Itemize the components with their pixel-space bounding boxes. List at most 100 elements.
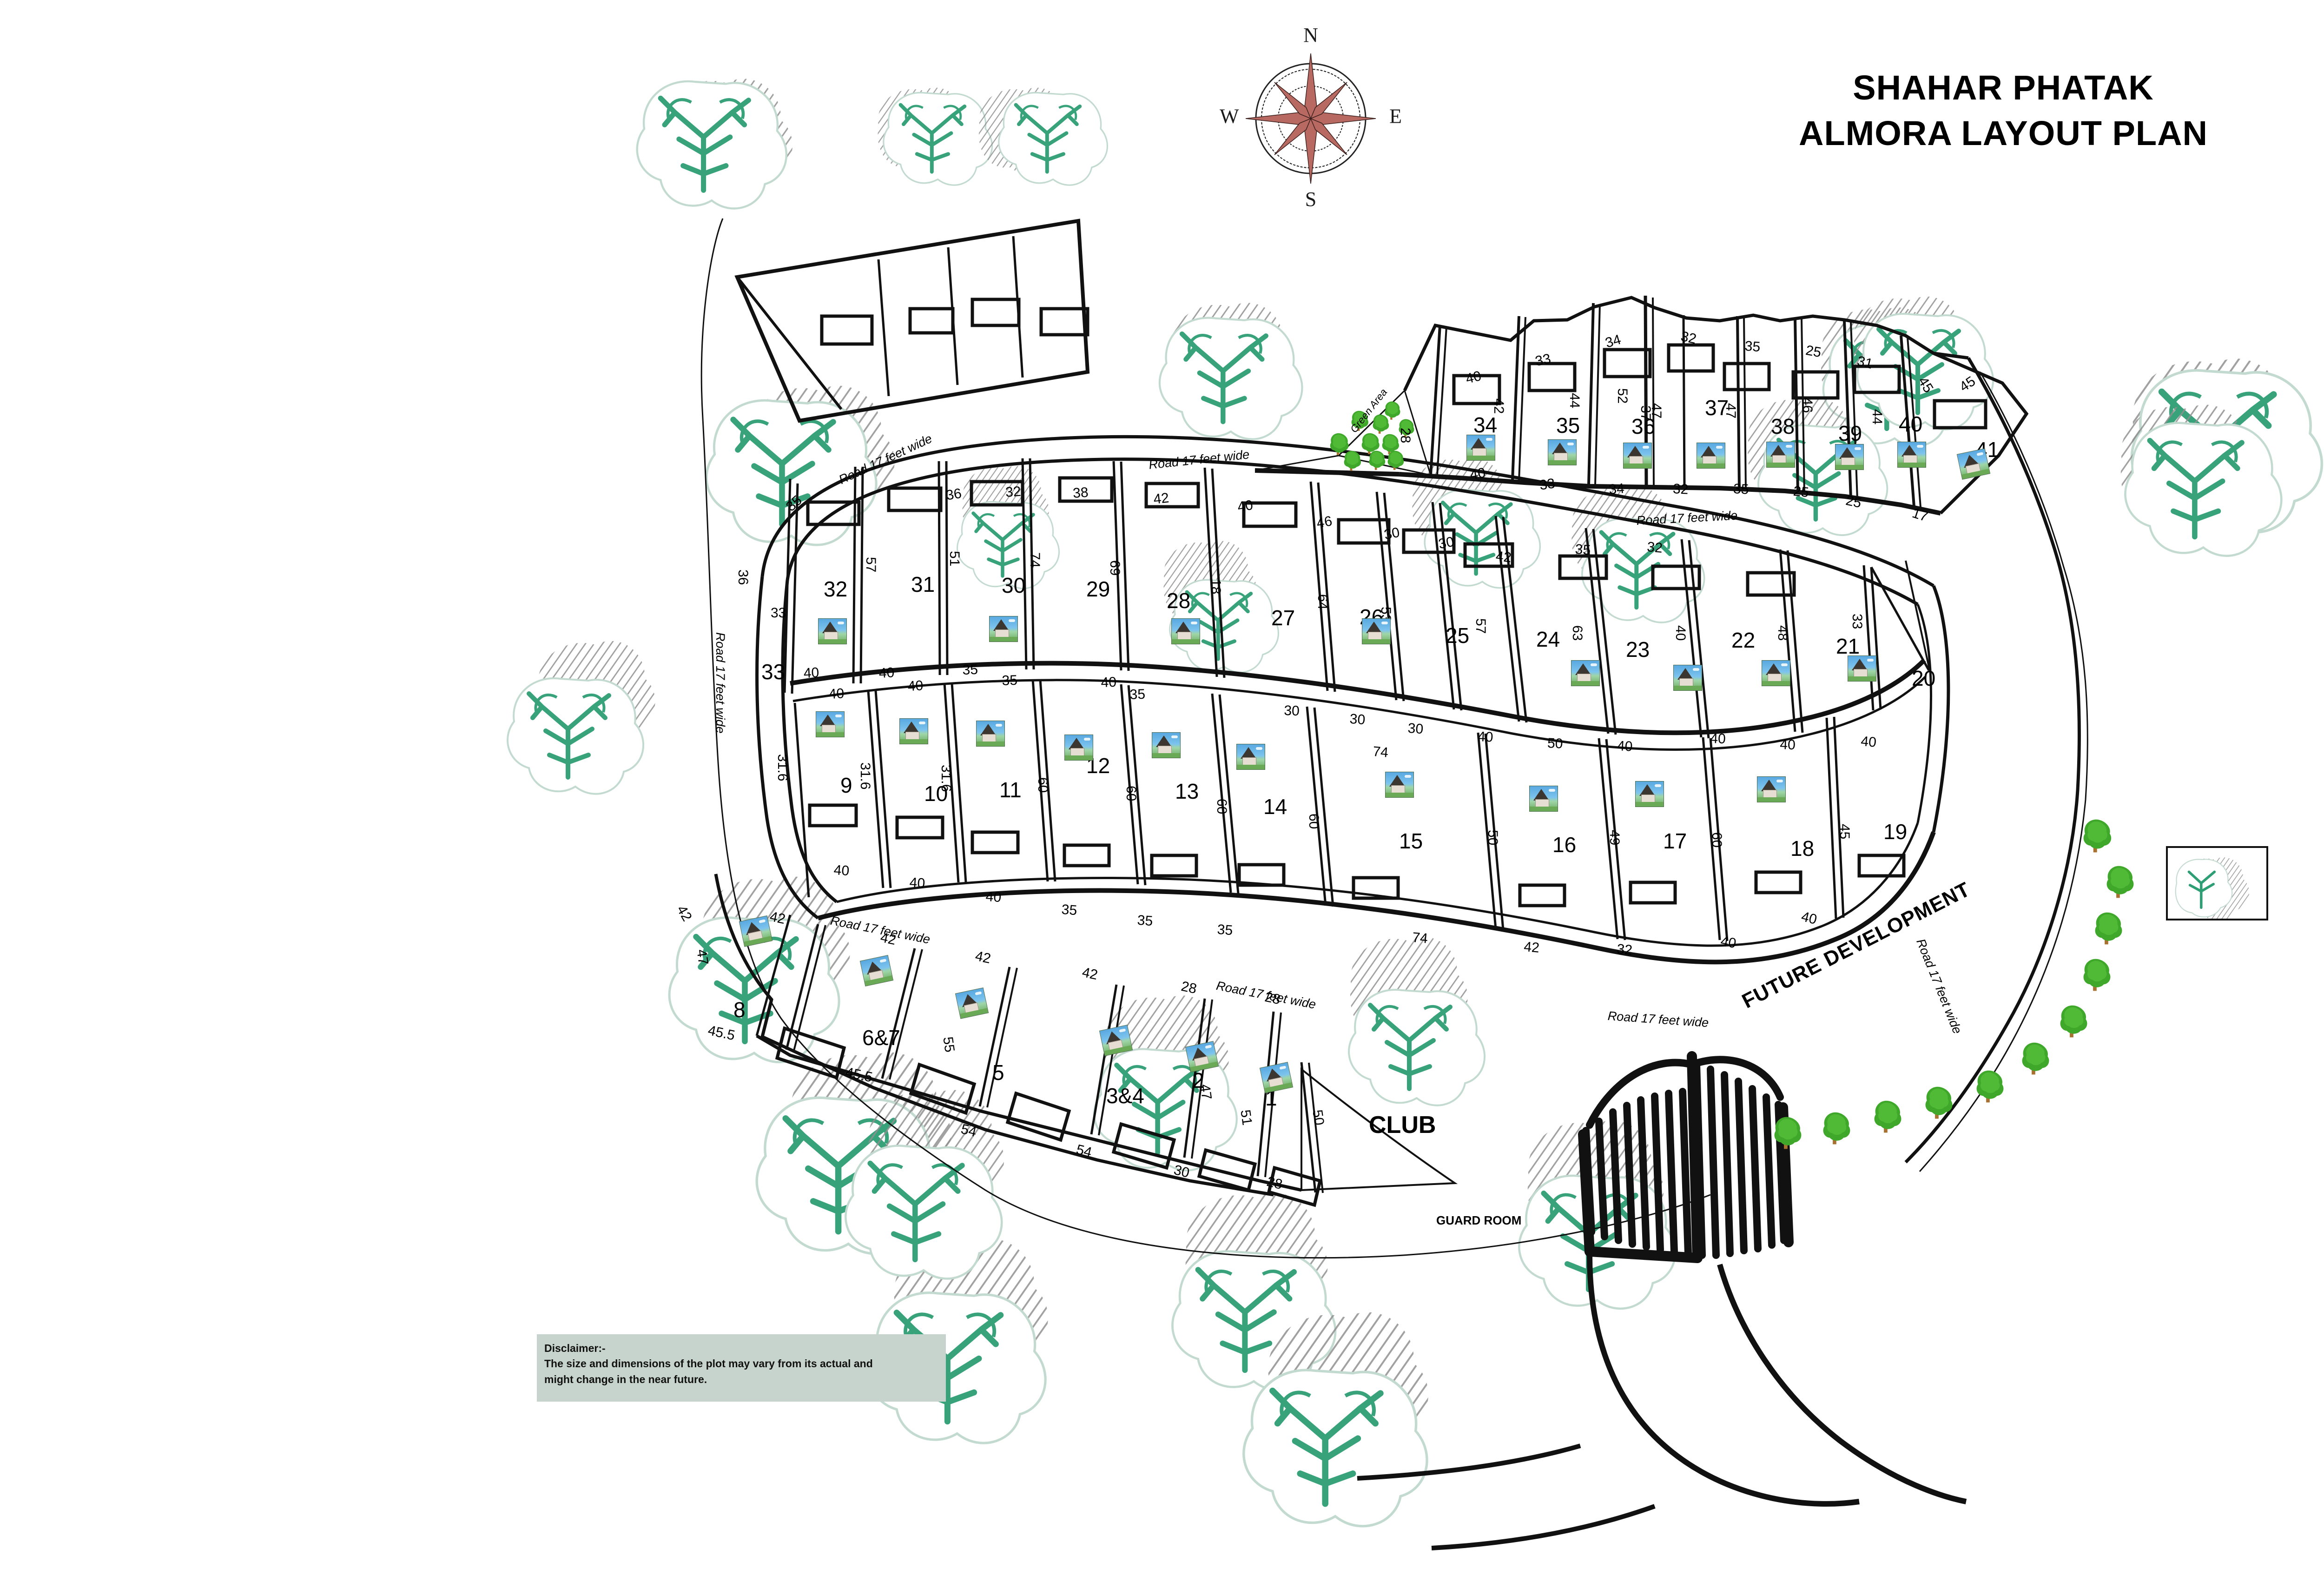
plot-number-32[interactable]: 32 (824, 577, 848, 601)
dimension-label: 32 (1646, 539, 1664, 556)
dimension-label: 33 (1538, 476, 1556, 493)
dimension-label: 40 (1236, 497, 1254, 515)
plot-number-11[interactable]: 11 (999, 778, 1022, 802)
dimension-label: 28 (1180, 979, 1198, 997)
dimension-label: 40 (833, 862, 850, 879)
compass-label-north: N (1303, 24, 1318, 46)
dimension-label: 30 (1437, 534, 1456, 552)
dimension-label: 40 (1779, 737, 1796, 753)
dimension-label: 34 (1608, 481, 1625, 497)
plot-number-8[interactable]: 8 (733, 998, 746, 1022)
house-thumbnail (1529, 786, 1558, 812)
plot-number-40[interactable]: 40 (1899, 412, 1923, 436)
dimension-label: 42 (974, 948, 992, 967)
plot-number-24[interactable]: 24 (1536, 627, 1560, 651)
plot-number-30[interactable]: 30 (1002, 573, 1026, 597)
plot-number-39[interactable]: 39 (1838, 421, 1862, 445)
dimension-label: 42 (1153, 490, 1170, 507)
plot-number-37[interactable]: 37 (1705, 396, 1729, 420)
house-thumbnail (1897, 442, 1926, 468)
plot-number-10[interactable]: 10 (924, 781, 948, 806)
house-thumbnail (1064, 735, 1093, 761)
dimension-label: 40 (803, 665, 820, 681)
dimension-label: 49 (1607, 830, 1622, 846)
club-label: CLUB (1369, 1112, 1436, 1139)
plot-number-38[interactable]: 38 (1771, 414, 1795, 438)
plot-number-17[interactable]: 17 (1663, 829, 1687, 853)
disclaimer-line-1: The size and dimensions of the plot may … (544, 1357, 873, 1370)
house-thumbnail (1835, 444, 1864, 470)
plot-number-28[interactable]: 28 (1167, 589, 1191, 613)
dimension-label: 40 (1719, 933, 1737, 952)
plot-number-31[interactable]: 31 (911, 572, 935, 596)
entrance-gate-icon (1357, 1051, 1967, 1550)
plot-number-23[interactable]: 23 (1626, 637, 1650, 662)
dimension-label: 42 (1491, 398, 1506, 414)
dimension-label: 40 (1469, 465, 1487, 483)
plot-number-21[interactable]: 21 (1836, 634, 1860, 658)
dimension-label: 31.6 (858, 762, 873, 790)
plot-number-9[interactable]: 9 (840, 773, 852, 797)
dimension-label: 69 (1107, 560, 1122, 576)
plot-number-20[interactable]: 20 (1912, 666, 1936, 690)
plot-number-3-4[interactable]: 3&4 (1106, 1084, 1144, 1108)
dimension-label: 51 (1237, 1109, 1255, 1126)
house-thumbnail (818, 618, 847, 644)
dimension-label: 33 (771, 605, 786, 621)
dimension-label: 50 (1547, 735, 1564, 752)
dimension-label: 35 (1574, 542, 1591, 558)
plot-number-16[interactable]: 16 (1552, 833, 1577, 857)
dimension-label: 51 (947, 551, 962, 567)
plot-number-25[interactable]: 25 (1446, 623, 1470, 648)
dimension-label: 30 (1349, 711, 1366, 728)
plot-number-33[interactable]: 33 (761, 660, 786, 684)
plot-number-34[interactable]: 34 (1473, 413, 1498, 437)
plot-number-2[interactable]: 2 (1192, 1068, 1204, 1092)
dimension-label: 50 (1309, 1109, 1327, 1126)
dimension-label: 38 (1072, 484, 1089, 501)
plot-number-5[interactable]: 5 (992, 1060, 1004, 1085)
dimension-label: 32 (1616, 941, 1633, 958)
dimension-label: 60 (1035, 777, 1050, 793)
dimension-label: 40 (1673, 625, 1688, 641)
plot-number-13[interactable]: 13 (1175, 779, 1199, 803)
house-thumbnail (1385, 772, 1414, 798)
dimension-label: 31.6 (775, 754, 790, 781)
plot-number-15[interactable]: 15 (1399, 829, 1423, 853)
plot-number-18[interactable]: 18 (1790, 836, 1815, 861)
house-thumbnail (1673, 665, 1702, 691)
plot-number-27[interactable]: 27 (1271, 606, 1295, 630)
guard-room-label: GUARD ROOM (1436, 1213, 1522, 1227)
house-thumbnail (1848, 655, 1876, 682)
house-thumbnail (1571, 660, 1600, 686)
dimension-label: 35 (1136, 913, 1154, 929)
house-thumbnail (1623, 443, 1652, 469)
road-width-label: Road 17 feet wide (713, 632, 727, 734)
plot-number-14[interactable]: 14 (1263, 794, 1287, 819)
dimension-label: 60 (1306, 814, 1321, 829)
house-thumbnail (1236, 744, 1265, 770)
plot-number-6-7[interactable]: 6&7 (862, 1026, 900, 1050)
dimension-label: 30 (1383, 524, 1401, 543)
dimension-label: 25 (1792, 483, 1810, 501)
dimension-label: 32 (1672, 481, 1689, 497)
plot-number-36[interactable]: 36 (1631, 414, 1656, 438)
dimension-label: 63 (1570, 625, 1585, 641)
page-title: SHAHAR PHATAK ALMORA LAYOUT PLAN (1748, 65, 2259, 156)
plot-number-19[interactable]: 19 (1883, 820, 1908, 844)
house-thumbnail (1757, 776, 1786, 802)
plot-number-29[interactable]: 29 (1086, 577, 1110, 601)
dimension-label: 35 (1002, 672, 1018, 689)
tree-legend-box (2166, 846, 2268, 921)
dimension-label: 40 (1860, 734, 1877, 750)
disclaimer-box: Disclaimer:- The size and dimensions of … (537, 1334, 946, 1402)
plot-number-22[interactable]: 22 (1731, 628, 1756, 652)
dimension-label: 42 (1495, 549, 1512, 566)
dimension-label: 60 (1214, 799, 1229, 814)
dimension-label: 46 (1800, 397, 1815, 413)
dimension-label: 35 (1216, 922, 1234, 939)
plot-number-35[interactable]: 35 (1556, 413, 1580, 437)
dimension-label: 40 (1101, 674, 1117, 690)
